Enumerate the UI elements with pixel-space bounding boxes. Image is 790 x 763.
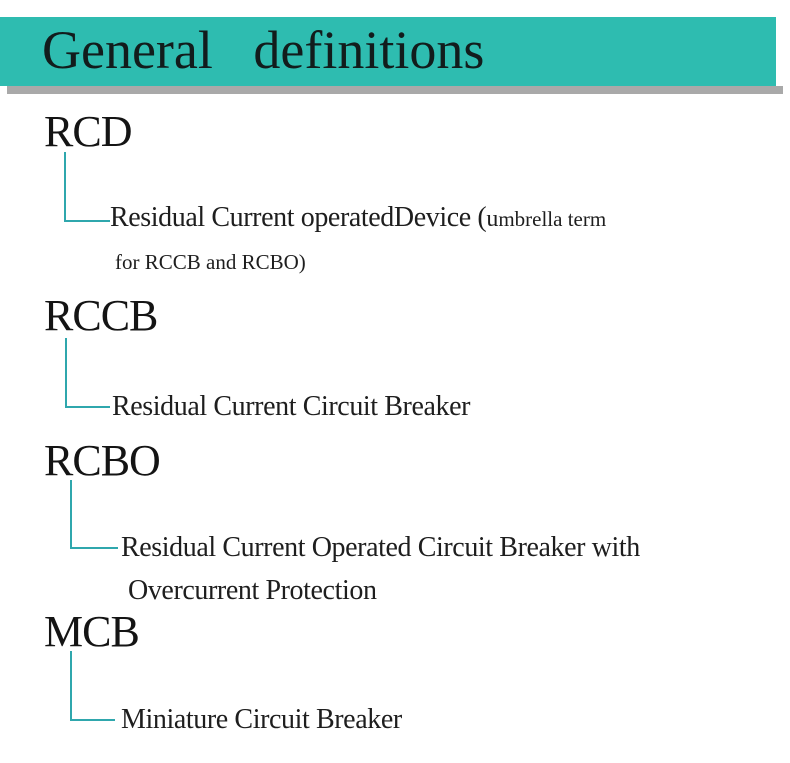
definition-text-segment: Miniature Circuit Breaker xyxy=(121,704,402,735)
elbow-connector-horizontal xyxy=(65,406,110,408)
definition-line: Miniature Circuit Breaker xyxy=(121,706,402,734)
term-heading-rcd: RCD xyxy=(44,107,132,156)
definition-text-segment: mbrella term xyxy=(498,207,607,231)
definition-line: Residual Current Circuit Breaker xyxy=(112,393,470,421)
definition-text-segment: Residual Current operatedDevice ( xyxy=(110,202,487,233)
definition-text-segment: Residual Current Circuit Breaker xyxy=(112,391,471,422)
elbow-connector-horizontal xyxy=(64,220,110,222)
term-heading-rccb: RCCB xyxy=(44,291,158,340)
page-title: General definitions xyxy=(42,20,485,80)
definition-line: Overcurrent Protection xyxy=(128,577,377,605)
definition-text-segment: Residual Current Operated Circuit Breake… xyxy=(121,532,640,563)
definition-text-segment: for RCCB and RCBO) xyxy=(115,250,306,274)
definition-text-segment: Overcurrent Protection xyxy=(128,575,377,606)
term-heading-rcbo: RCBO xyxy=(44,436,161,485)
definition-line: for RCCB and RCBO) xyxy=(115,252,306,273)
elbow-connector-vertical xyxy=(64,152,66,222)
term-heading-mcb: MCB xyxy=(44,607,140,656)
definition-line: Residual Current Operated Circuit Breake… xyxy=(121,534,640,562)
definition-text-segment: u xyxy=(486,206,499,232)
definition-line: Residual Current operatedDevice (umbrell… xyxy=(110,204,606,232)
elbow-connector-vertical xyxy=(70,480,72,549)
title-banner: General definitions xyxy=(0,17,776,86)
banner-shadow xyxy=(7,86,783,94)
elbow-connector-vertical xyxy=(65,338,67,408)
elbow-connector-horizontal xyxy=(70,547,118,549)
elbow-connector-horizontal xyxy=(70,719,115,721)
elbow-connector-vertical xyxy=(70,651,72,721)
